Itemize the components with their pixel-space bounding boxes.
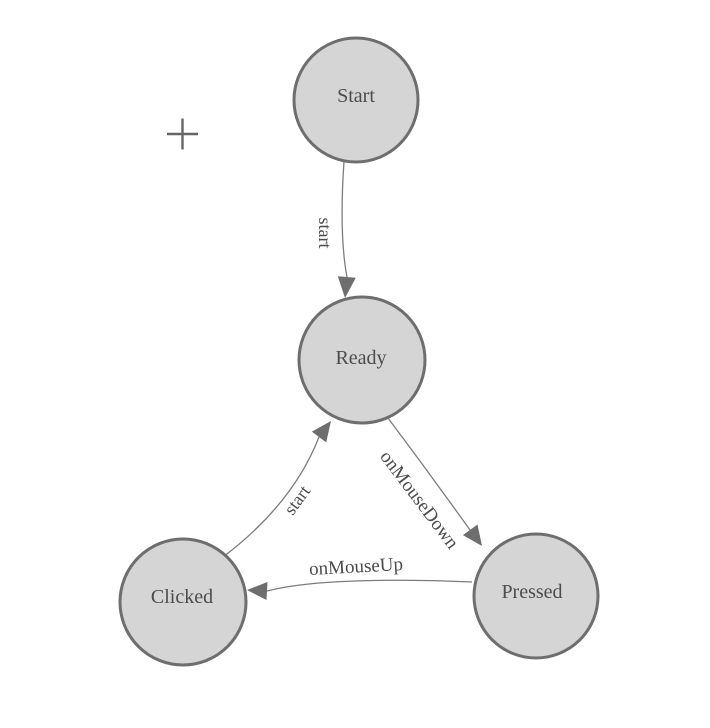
- state-circle[interactable]: [118, 537, 248, 667]
- state-circle[interactable]: [297, 295, 427, 425]
- transition-ready-to-pressed[interactable]: onMouseDown: [375, 417, 482, 554]
- transition-label-onmouseup: onMouseUp: [309, 554, 404, 580]
- arrowhead-icon: [311, 421, 331, 443]
- transition-label-start-2: start: [280, 482, 314, 519]
- transition-start-to-ready[interactable]: start: [315, 160, 356, 298]
- arrowhead-icon: [462, 524, 482, 546]
- arrowhead-icon: [247, 582, 268, 600]
- transition-label-onmousedown: onMouseDown: [375, 447, 463, 554]
- transition-line[interactable]: [222, 436, 320, 558]
- transition-pressed-to-clicked[interactable]: onMouseUp: [247, 554, 473, 600]
- state-node-start[interactable]: Start: [292, 36, 420, 164]
- arrowhead-icon: [337, 276, 356, 298]
- transition-line[interactable]: [341, 160, 348, 278]
- transition-line[interactable]: [387, 417, 471, 531]
- state-label-pressed: Pressed: [501, 581, 562, 603]
- state-label-start: Start: [337, 85, 375, 107]
- state-node-pressed[interactable]: Pressed: [472, 532, 600, 660]
- transition-label-start-1: start: [315, 218, 335, 249]
- state-circle[interactable]: [472, 532, 600, 660]
- state-label-ready: Ready: [335, 347, 386, 369]
- transition-line[interactable]: [266, 579, 473, 592]
- state-label-clicked: Clicked: [151, 586, 213, 608]
- state-node-ready[interactable]: Ready: [297, 295, 427, 425]
- state-node-clicked[interactable]: Clicked: [118, 537, 248, 667]
- crosshair-plus-icon: [167, 118, 198, 150]
- state-circle[interactable]: [292, 36, 420, 164]
- transition-clicked-to-ready[interactable]: start: [222, 421, 331, 558]
